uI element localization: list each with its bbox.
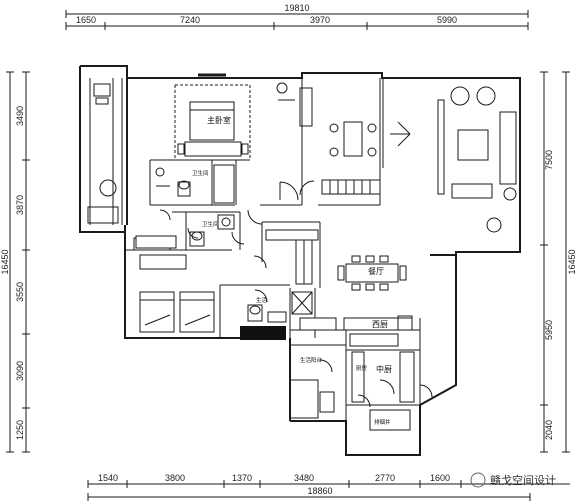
dim-right-1: 5950 xyxy=(544,320,554,340)
dim-bottom-2: 1370 xyxy=(232,473,252,483)
room-label-pantry: 厨房 xyxy=(356,364,368,372)
kids-room-furniture xyxy=(139,291,215,333)
dim-top-2: 3970 xyxy=(310,15,330,25)
kitchen-shelf-block xyxy=(299,317,337,331)
laundry-balcony-fixtures xyxy=(289,379,335,419)
room-label-master-bedroom: 主卧室 xyxy=(207,115,231,125)
study-room-furniture xyxy=(299,87,411,195)
internal-walls xyxy=(121,78,421,421)
dim-right-0: 7500 xyxy=(544,150,554,170)
dim-bottom-0: 1540 xyxy=(98,473,118,483)
western-kitchen-counters xyxy=(343,315,413,347)
dim-bottom-4: 2770 xyxy=(375,473,395,483)
dim-top-0: 1650 xyxy=(76,15,96,25)
watermark-logo-icon xyxy=(470,472,486,488)
bathroom-2-fixtures xyxy=(189,214,235,247)
dim-right-total: 16450 xyxy=(567,249,577,274)
doors xyxy=(159,180,433,408)
structural-wall-block xyxy=(240,326,286,340)
dim-top-1: 7240 xyxy=(180,15,200,25)
master-bedroom-furniture xyxy=(174,73,295,158)
room-label-chinese-kitchen: 中厨 xyxy=(376,364,392,374)
room-label-bathroom-2: 卫生间 xyxy=(202,220,219,228)
dim-right-2: 2040 xyxy=(544,420,554,440)
dim-left-2: 3550 xyxy=(15,282,25,302)
dim-left-3: 3090 xyxy=(15,361,25,381)
dim-left-4: 1250 xyxy=(15,420,25,440)
dim-bottom-total: 18860 xyxy=(307,486,332,496)
dim-left-0: 3490 xyxy=(15,106,25,126)
room-label-dining: 餐厅 xyxy=(368,267,384,276)
dim-left-1: 3870 xyxy=(15,195,25,215)
dim-bottom-5: 1600 xyxy=(430,473,450,483)
dining-furniture xyxy=(337,255,407,291)
room-label-small: 生活 xyxy=(256,296,268,304)
top-dimension-lines xyxy=(65,10,529,30)
dim-top-3: 5990 xyxy=(437,15,457,25)
bathroom-1-fixtures xyxy=(155,164,235,204)
dim-left-total: 16450 xyxy=(0,249,10,274)
watermark-text: 赣戈空间设计 xyxy=(490,473,556,487)
bathroom-3-fixtures xyxy=(247,291,313,323)
left-dimension-lines xyxy=(6,71,30,453)
cabinet-strip-1 xyxy=(135,235,177,249)
living-room-furniture xyxy=(437,86,517,233)
dim-bottom-1: 3800 xyxy=(165,473,185,483)
chinese-kitchen-counters xyxy=(351,351,415,431)
room-label-smoke-exhaust: 排烟井 xyxy=(374,418,391,426)
dim-top-total: 19810 xyxy=(284,3,309,13)
bottom-dimension-lines xyxy=(87,480,570,501)
room-label-bathroom-1: 卫生间 xyxy=(192,169,209,177)
balcony-furniture xyxy=(87,78,119,225)
watermark: 赣戈空间设计 xyxy=(470,472,556,488)
dim-bottom-3: 3480 xyxy=(294,473,314,483)
room-label-western-kitchen: 西厨 xyxy=(372,320,388,329)
right-dimension-lines xyxy=(540,71,570,453)
room-label-laundry-balcony: 生活阳台 xyxy=(300,356,323,364)
